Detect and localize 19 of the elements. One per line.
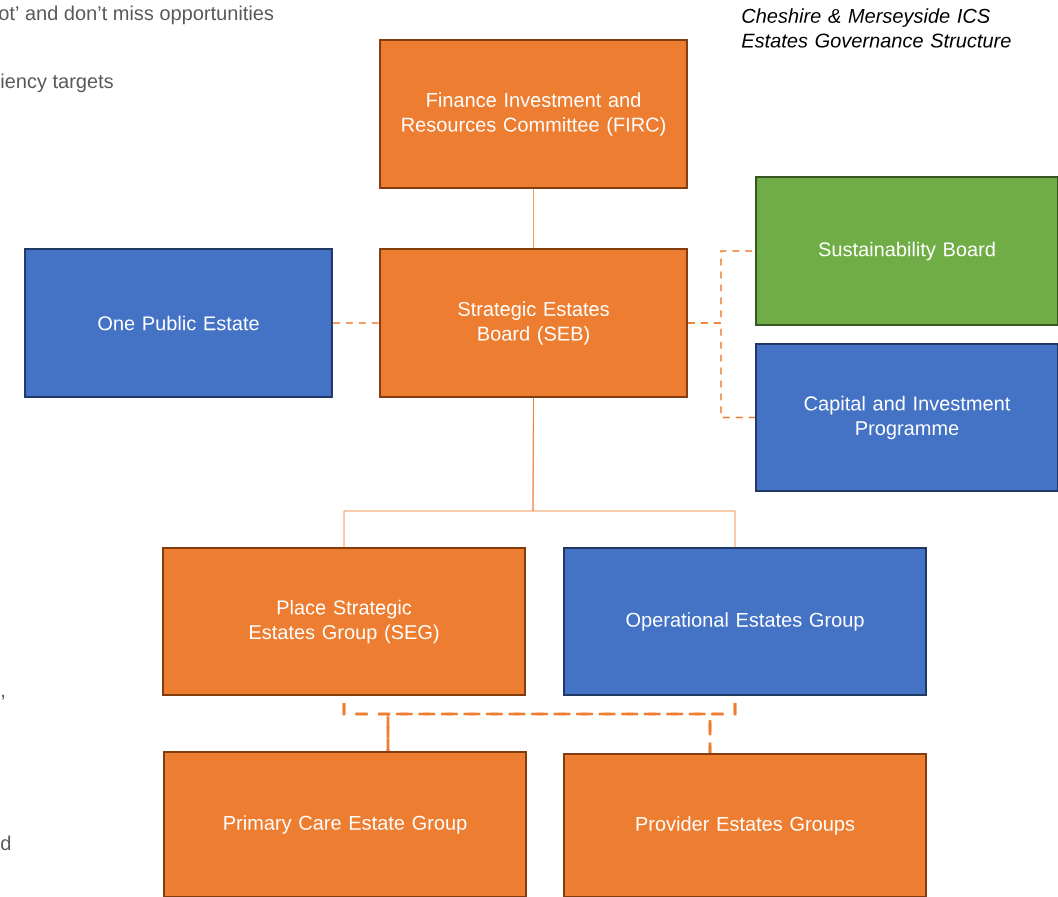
org-box: Finance Investment and Resources Committee (FIRC): [379, 39, 688, 189]
org-box: Place Strategic Estates Group (SEG): [162, 547, 526, 696]
slide-text: ,: [2, 694, 5, 700]
org-box: Strategic Estates Board (SEB): [379, 248, 688, 398]
org-box: Sustainability Board: [755, 176, 1058, 326]
slide-text: d: [1, 835, 11, 851]
org-box: Provider Estates Groups: [563, 753, 927, 897]
org-box: Operational Estates Group: [563, 547, 927, 696]
slide-text: iency targets: [1, 73, 113, 93]
connector-line: [532, 397, 736, 548]
org-box: Capital and Investment Programme: [755, 343, 1058, 492]
org-box: One Public Estate: [24, 248, 333, 398]
connector-line: [687, 322, 756, 419]
diagram-title: Cheshire & Merseyside ICS Estates Governance Structure: [741, 8, 1011, 48]
org-box: Primary Care Estate Group: [163, 750, 527, 897]
connector-line: [533, 188, 534, 249]
slide-text: ot’ and don’t miss opportunities: [0, 5, 274, 25]
connector-line: [332, 322, 380, 324]
connector-line: [708, 702, 737, 754]
